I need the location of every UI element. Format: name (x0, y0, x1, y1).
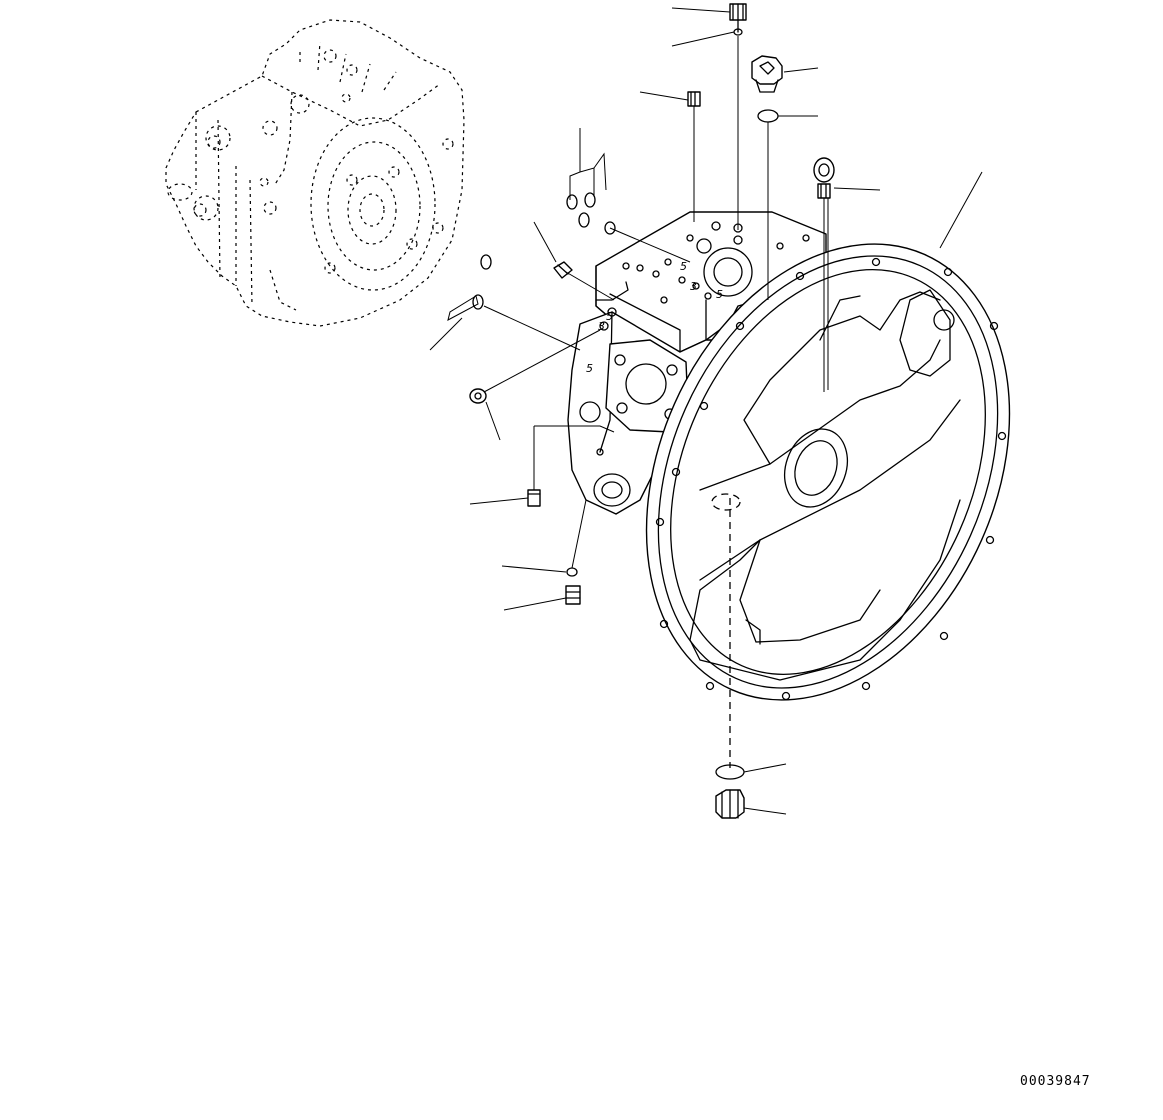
lower-fitting (565, 585, 581, 605)
part-mark: 3 (598, 320, 605, 333)
hidden-port (711, 493, 741, 511)
bottom-plug (715, 789, 745, 819)
left-fitting (469, 388, 487, 404)
part-mark: 5 (606, 310, 613, 323)
block-plug (553, 261, 573, 279)
drawing-reference-number: 00039847 (1020, 1074, 1091, 1089)
reference-pump-view (165, 19, 465, 327)
plug-o-ring (757, 109, 779, 123)
lower-o-ring (566, 567, 578, 577)
o-ring-set-upper (566, 192, 616, 235)
small-fitting (687, 91, 701, 107)
part-mark: 3 (690, 280, 697, 293)
part-mark: 5 (680, 260, 687, 273)
top-bolt (729, 3, 747, 33)
small-parts (469, 3, 835, 819)
flywheel-housing (645, 243, 1011, 701)
part-marks: 5 3 5 3 5 5 (586, 260, 723, 375)
flange-bolt-holes (655, 257, 1007, 701)
part-mark: 5 (716, 288, 723, 301)
part-mark: 5 (586, 362, 593, 375)
lower-plug (527, 489, 541, 507)
left-o-ring-b (472, 294, 484, 310)
leader-lines (429, 7, 983, 815)
eye-bolt (813, 157, 835, 199)
large-plug (751, 55, 783, 93)
left-o-ring-a (480, 254, 492, 270)
